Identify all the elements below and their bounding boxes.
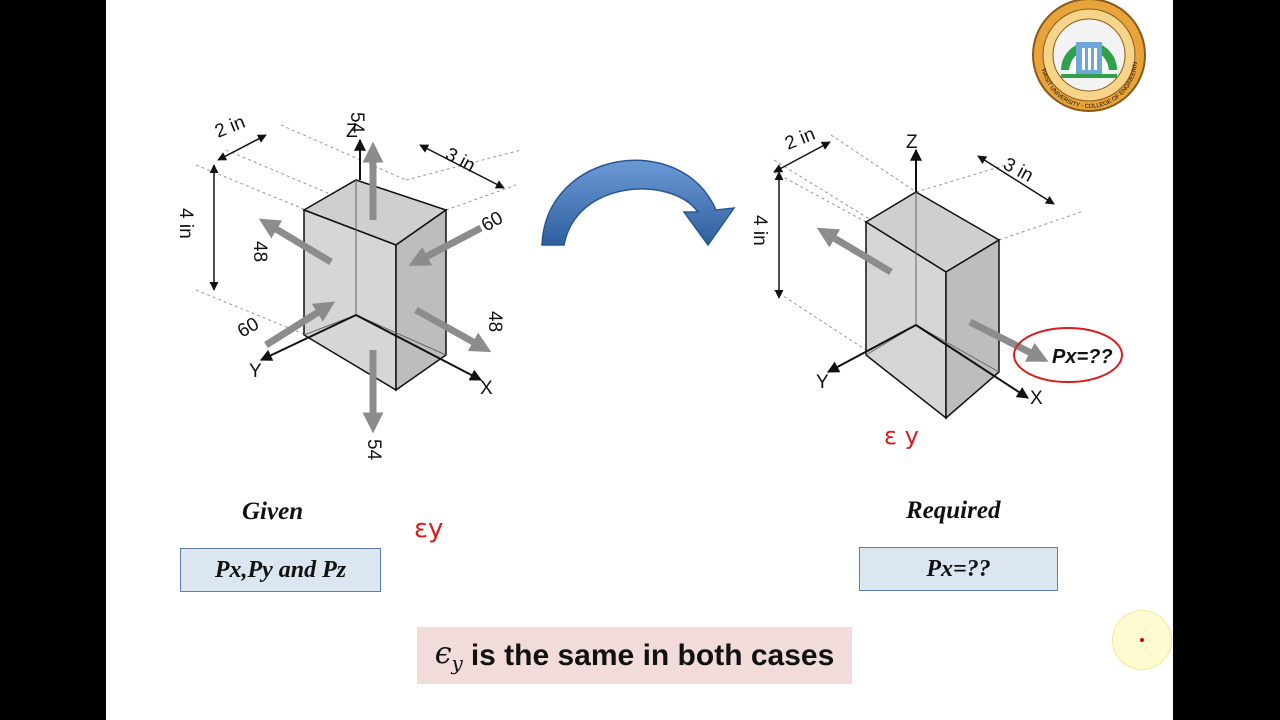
right-dim-depth: 3 in — [1000, 154, 1037, 187]
university-logo: WASIT UNIVERSITY - COLLEGE OF ENGINEERIN… — [106, 0, 1146, 112]
right-axis-y: Y — [816, 372, 829, 393]
curved-transition-arrow — [541, 159, 736, 247]
left-force-top: 54 — [346, 112, 367, 134]
svg-text:WASIT UNIVERSITY - COLLEGE OF: WASIT UNIVERSITY - COLLEGE OF ENGINEERIN… — [106, 0, 1139, 110]
left-dim-width: 2 in — [212, 112, 248, 143]
figure-canvas: 2 in 3 in 4 in Z X Y 54 54 48 48 60 60 — [106, 0, 1146, 544]
given-box: Px,Py and Pz — [180, 548, 381, 592]
logo-text: WASIT UNIVERSITY - COLLEGE OF ENGINEERIN… — [106, 0, 1139, 110]
left-force-y-front: 60 — [234, 314, 263, 343]
left-dim-height: 4 in — [175, 208, 196, 239]
left-handwritten-epsilon: εy — [414, 514, 443, 544]
right-block-diagram: 2 in 3 in 4 in Z X Y Px=?? ε y — [749, 124, 1123, 450]
right-px-unknown-label: Px=?? — [1052, 346, 1113, 368]
required-heading: Required — [906, 497, 1001, 524]
required-box: Px=?? — [859, 547, 1058, 591]
slide: 2 in 3 in 4 in Z X Y 54 54 48 48 60 60 — [106, 0, 1173, 720]
left-axis-x: X — [480, 378, 493, 399]
left-force-y-back: 60 — [478, 208, 507, 237]
epsilon-note-text: is the same in both cases — [470, 638, 835, 672]
left-force-x-pos: 48 — [484, 311, 505, 332]
left-force-bottom: 54 — [363, 439, 384, 461]
right-axis-x: X — [1030, 388, 1043, 409]
left-force-x-neg: 48 — [249, 241, 270, 262]
left-axis-y: Y — [249, 361, 262, 382]
epsilon-note: ϵy is the same in both cases — [417, 627, 852, 684]
right-dim-height: 4 in — [749, 215, 770, 246]
left-block-diagram: 2 in 3 in 4 in Z X Y 54 54 48 48 60 60 — [175, 112, 522, 461]
epsilon-symbol: ϵy — [434, 636, 463, 675]
left-axis-z: Z — [346, 121, 358, 142]
right-axis-z: Z — [906, 132, 918, 153]
px-unknown-highlight — [1013, 327, 1123, 383]
right-handwritten-epsilon: ε y — [884, 422, 919, 450]
epsilon-subscript: y — [451, 651, 463, 675]
given-heading: Given — [242, 498, 304, 525]
right-dim-width: 2 in — [782, 124, 818, 155]
laser-pointer-cursor — [1112, 610, 1172, 670]
